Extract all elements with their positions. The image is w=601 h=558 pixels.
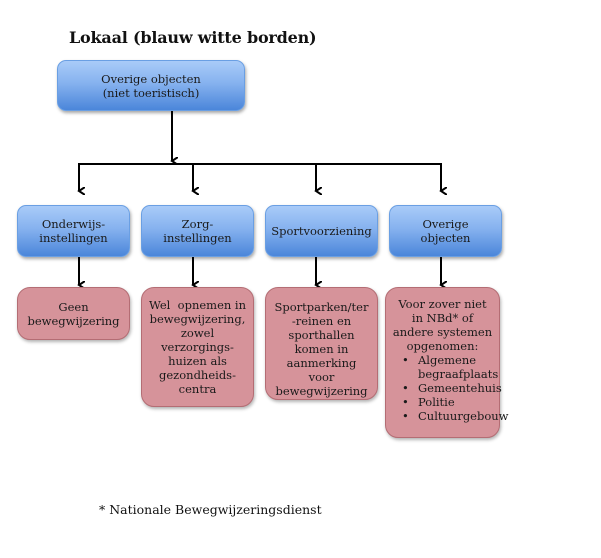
- outcome-line: bewegwijzering: [27, 313, 120, 328]
- bullet-item: Algemene begraafplaats: [398, 353, 498, 381]
- outcome-node-overige: Voor zover niet in NBd* of andere system…: [385, 287, 509, 438]
- outcome-line: Sportparken/ter: [274, 300, 369, 314]
- outcome-line: gezondheids-: [159, 368, 236, 382]
- diagram-title: Lokaal (blauw witte borden): [69, 28, 317, 47]
- outcome-line: huizen als: [168, 354, 227, 368]
- bullet-text: Gemeentehuis: [418, 381, 502, 395]
- outcome-line: andere systemen: [392, 325, 493, 339]
- outcome-line: komen in: [294, 342, 349, 356]
- outcome-line: centra: [178, 382, 217, 396]
- outcome-line: opgenomen:: [406, 339, 479, 353]
- category-label-line: Overige objecten: [420, 217, 471, 245]
- outcome-line: bewegwijzering: [275, 384, 368, 398]
- bullet-text: Algemene: [418, 353, 477, 367]
- category-label-line: Onderwijs-: [41, 217, 106, 231]
- outcome-line: in NBd* of: [411, 311, 474, 325]
- outcome-line: sporthallen: [288, 328, 355, 342]
- bullet-text: Cultuurgebouw: [418, 409, 509, 423]
- category-node-sport: Sportvoorziening: [265, 205, 378, 257]
- bullet-text: Politie: [418, 395, 455, 409]
- outcome-line: verzorgings-: [161, 340, 234, 354]
- bullet-item: Politie: [398, 395, 493, 409]
- category-label-line: Zorg-: [181, 217, 214, 231]
- outcome-line: bewegwijzering,: [149, 312, 246, 326]
- category-node-onderwijs: Onderwijs- instellingen: [17, 205, 130, 257]
- outcome-node-sport: Sportparken/ter -reinen en sporthallen k…: [265, 287, 378, 400]
- category-label-line: Sportvoorziening: [271, 224, 372, 238]
- outcome-node-onderwijs: Geen bewegwijzering: [17, 287, 130, 340]
- outcome-bullet-list: Algemene begraafplaats Gemeentehuis Poli…: [392, 353, 509, 423]
- category-label-line: instellingen: [163, 231, 232, 245]
- bullet-text: begraafplaats: [418, 367, 499, 381]
- bullet-item: Cultuurgebouw: [398, 409, 509, 423]
- outcome-node-zorg: Wel opnemen in bewegwijzering, zowel ver…: [141, 287, 254, 407]
- outcome-line: Wel opnemen in: [148, 298, 247, 312]
- category-node-overige: Overige objecten: [389, 205, 502, 257]
- bullet-item: Gemeentehuis: [398, 381, 502, 395]
- outcome-line: -reinen en: [291, 314, 352, 328]
- category-node-zorg: Zorg- instellingen: [141, 205, 254, 257]
- root-node: Overige objecten (niet toeristisch): [57, 60, 245, 111]
- outcome-line: Voor zover niet: [398, 297, 487, 311]
- category-label-line: instellingen: [39, 231, 108, 245]
- outcome-line: Geen: [58, 299, 89, 314]
- root-node-label: Overige objecten (niet toeristisch): [101, 71, 201, 100]
- outcome-line: aanmerking voor: [286, 356, 357, 384]
- outcome-line: zowel: [180, 326, 215, 340]
- footnote: * Nationale Bewegwijzeringsdienst: [99, 502, 322, 517]
